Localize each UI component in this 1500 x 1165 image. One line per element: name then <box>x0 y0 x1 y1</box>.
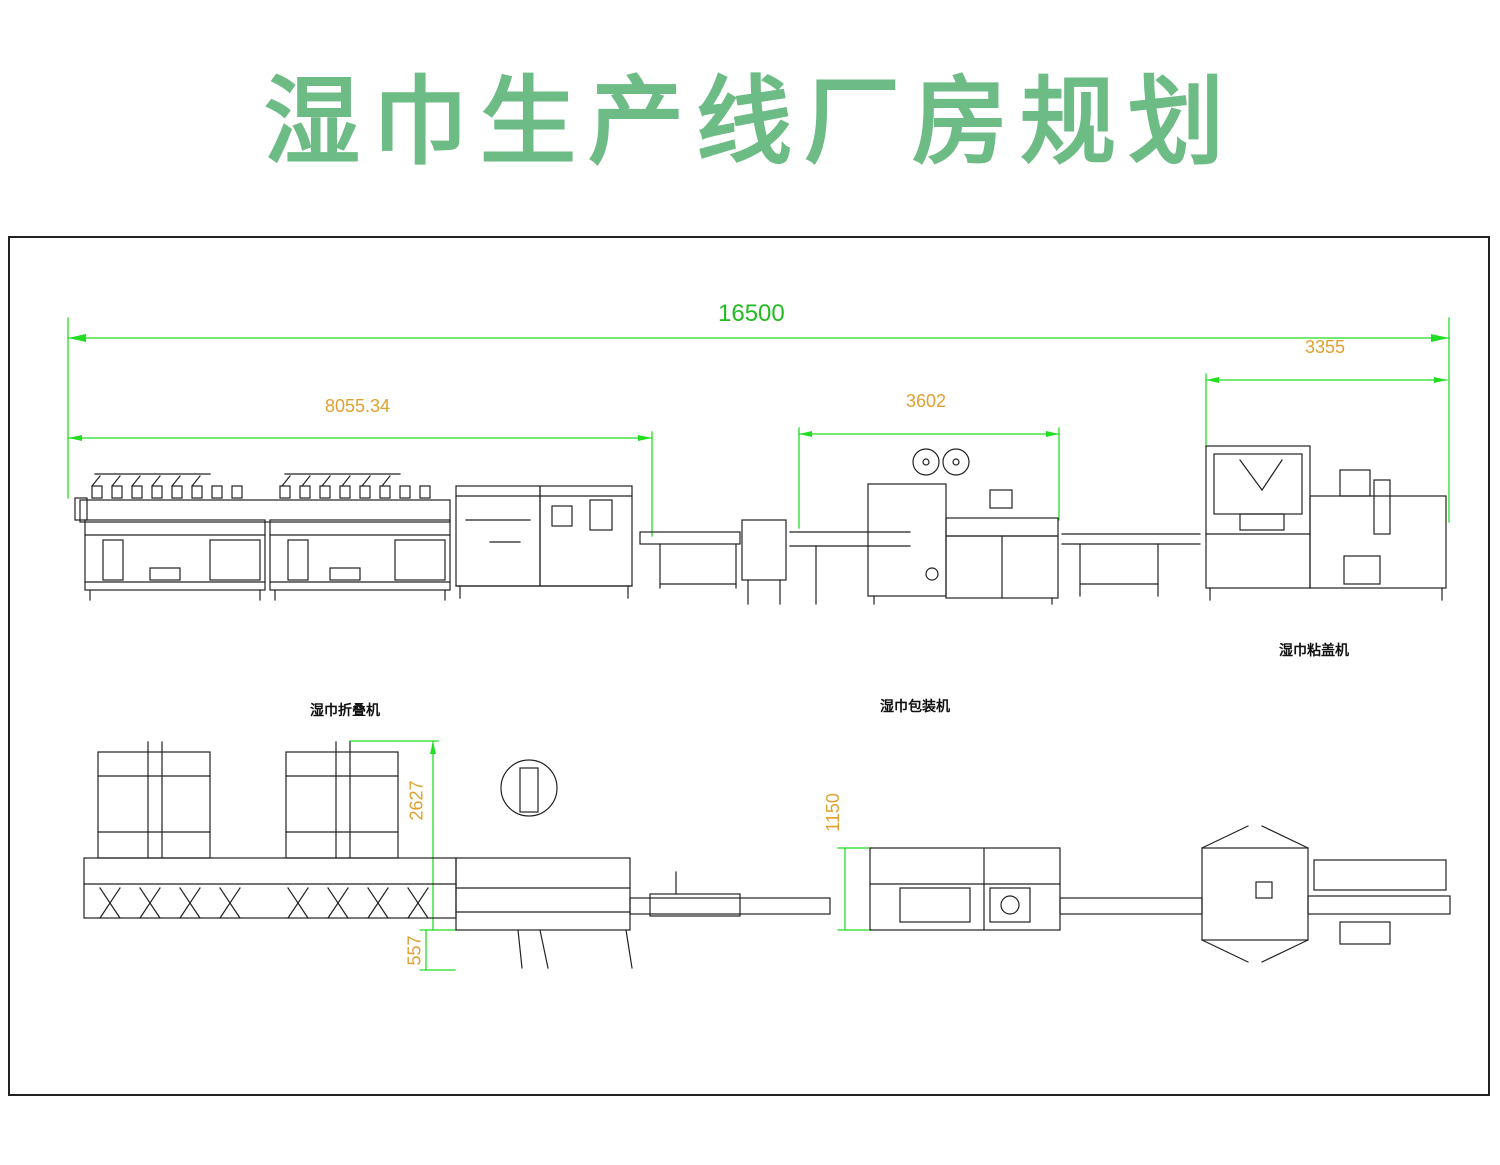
lidding-machine-elevation <box>1205 445 1447 601</box>
dimension-lidding: 3355 <box>1305 337 1346 357</box>
dimension-height-pack: 1150 <box>822 793 843 832</box>
dimension-packing: 3602 <box>906 391 947 411</box>
folding-machine-elevation <box>74 473 633 601</box>
conveyor-plan-1 <box>629 871 831 917</box>
conveyor-1 <box>639 519 787 605</box>
label-lidding-machine: 湿巾粘盖机 <box>1279 643 1349 659</box>
dimension-folding: 8055.34 <box>325 396 391 416</box>
dimension-height-base: 557 <box>404 935 425 966</box>
lidding-machine-plan <box>1201 825 1451 963</box>
packing-machine-elevation <box>789 448 1059 605</box>
label-packing-machine: 湿巾包装机 <box>880 699 950 715</box>
dimension-overall: 16500 <box>718 300 785 327</box>
drawing-frame <box>8 236 1490 1096</box>
conveyor-2 <box>1061 533 1201 597</box>
dimension-height-main: 2627 <box>406 780 427 821</box>
packing-machine-plan <box>869 847 1061 931</box>
dimension-lines <box>67 317 1450 971</box>
page-title: 湿巾生产线厂房规划 <box>264 66 1236 178</box>
conveyor-plan-2 <box>1059 897 1203 915</box>
folding-machine-plan <box>83 741 633 969</box>
label-folding-machine: 湿巾折叠机 <box>310 703 380 719</box>
